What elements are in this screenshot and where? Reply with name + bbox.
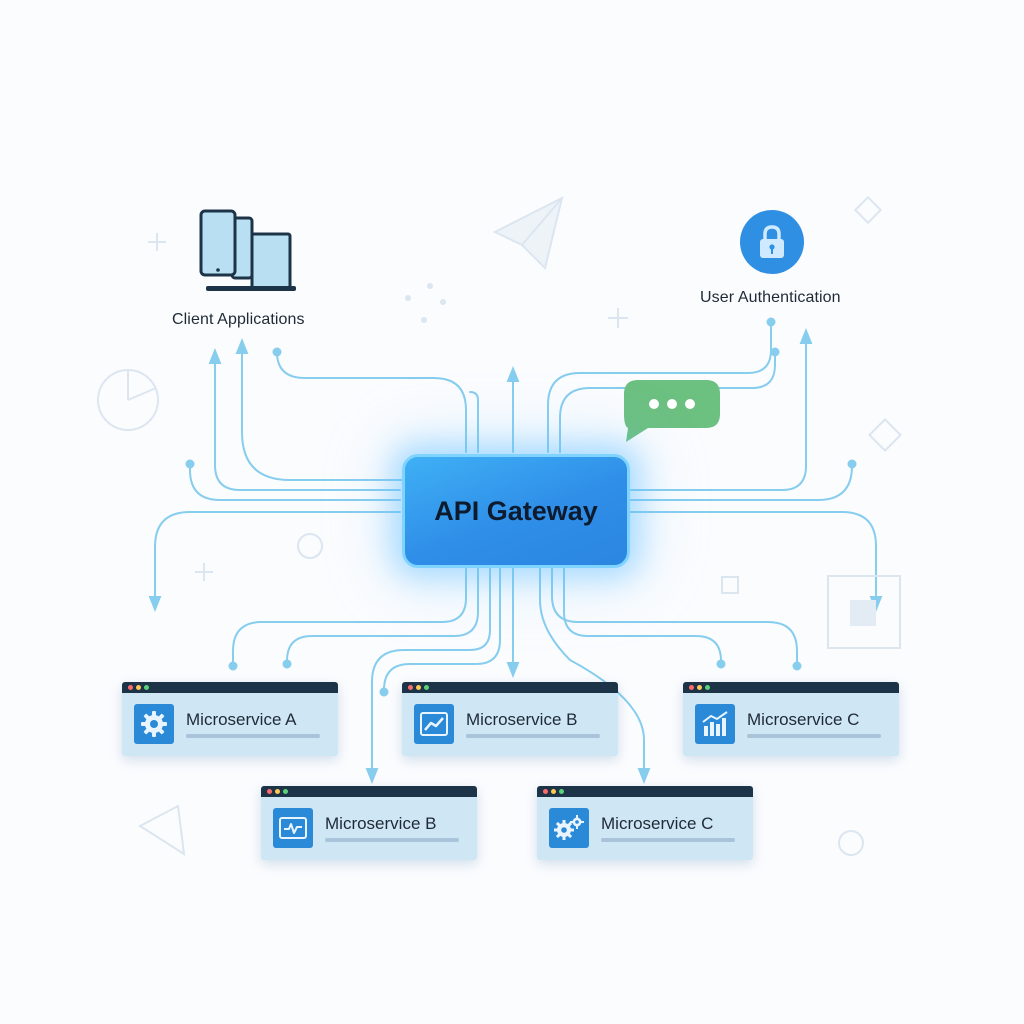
placeholder-line: [747, 734, 881, 738]
client-applications-label: Client Applications: [172, 311, 305, 328]
dot-shape: [421, 317, 427, 323]
placeholder-line: [325, 838, 459, 842]
background-decorations: [97, 195, 902, 856]
dot-shape: [405, 295, 411, 301]
placeholder-line: [186, 734, 320, 738]
wire-client-2: [235, 338, 406, 481]
devices-icon: [199, 209, 296, 291]
microservice-name: Microservice B: [325, 814, 437, 833]
wire-client-4: [469, 391, 479, 453]
wire-node: [282, 659, 292, 669]
microservice-b-window[interactable]: Microservice B: [402, 682, 618, 756]
wire-svc-b2-2: [383, 561, 501, 693]
microservice-c-secondary-window[interactable]: Microservice C: [537, 786, 753, 860]
wire-right-1: [625, 465, 853, 501]
paper-plane-icon: [492, 196, 564, 270]
plus-icon: [195, 563, 213, 581]
plus-icon: [608, 308, 628, 328]
line-chart-icon: [414, 704, 454, 744]
square-shape: [868, 418, 902, 452]
microservice-name: Microservice B: [466, 710, 578, 729]
wire-auth-1: [547, 323, 772, 453]
user-authentication-label: User Authentication: [700, 289, 841, 306]
wire-node: [228, 661, 238, 671]
window-title-bar: [537, 786, 753, 797]
lock-icon: [740, 210, 804, 274]
wire-svc-a-2: [286, 561, 479, 665]
window-title-bar: [261, 786, 477, 797]
wire-left-1: [189, 463, 401, 501]
square-shape: [850, 600, 876, 626]
window-title-bar: [122, 682, 338, 693]
wire-client-1: [208, 348, 401, 491]
microservice-a-window[interactable]: Microservice A: [122, 682, 338, 756]
wire-node: [847, 459, 857, 469]
triangle-shape: [138, 804, 186, 856]
dot-shape: [427, 283, 433, 289]
circle-shape: [838, 830, 864, 856]
microservice-name: Microservice A: [186, 710, 297, 729]
wire-svc-c-2: [563, 561, 722, 665]
api-gateway-node[interactable]: API Gateway: [402, 454, 630, 568]
window-title-bar: [683, 682, 899, 693]
plus-icon: [148, 233, 166, 251]
gears-icon: [549, 808, 589, 848]
wire-node: [185, 459, 195, 469]
wire-node: [792, 661, 802, 671]
square-shape: [721, 576, 739, 594]
wire-auth-3: [625, 328, 813, 491]
wire-svc-c2: [539, 561, 651, 784]
microservice-name: Microservice C: [601, 814, 714, 833]
wire-node: [770, 347, 780, 357]
wire-node: [716, 659, 726, 669]
wire-svc-a-1: [232, 561, 467, 667]
dot-shape: [440, 299, 446, 305]
wire-client-3: [276, 351, 467, 453]
api-gateway-label: API Gateway: [434, 495, 598, 526]
wire-right-2: [625, 511, 883, 612]
microservice-b-secondary-window[interactable]: Microservice B: [261, 786, 477, 860]
wire-node: [272, 347, 282, 357]
wire-svc-b2-1: [365, 561, 491, 784]
bar-chart-icon: [695, 704, 735, 744]
microservice-c-window[interactable]: Microservice C: [683, 682, 899, 756]
pie-icon: [127, 370, 157, 401]
microservice-name: Microservice C: [747, 710, 860, 729]
placeholder-line: [466, 734, 600, 738]
square-shape: [853, 195, 883, 225]
wire-node: [379, 687, 389, 697]
wire-svc-c-1: [551, 561, 798, 667]
circle-shape: [297, 533, 323, 559]
wire-node: [766, 317, 776, 327]
pulse-icon: [273, 808, 313, 848]
placeholder-line: [601, 838, 735, 842]
square-shape: [827, 575, 901, 649]
gear-icon: [134, 704, 174, 744]
wire-left-2: [148, 511, 401, 612]
chat-bubble-icon: [624, 380, 720, 442]
window-title-bar: [402, 682, 618, 693]
